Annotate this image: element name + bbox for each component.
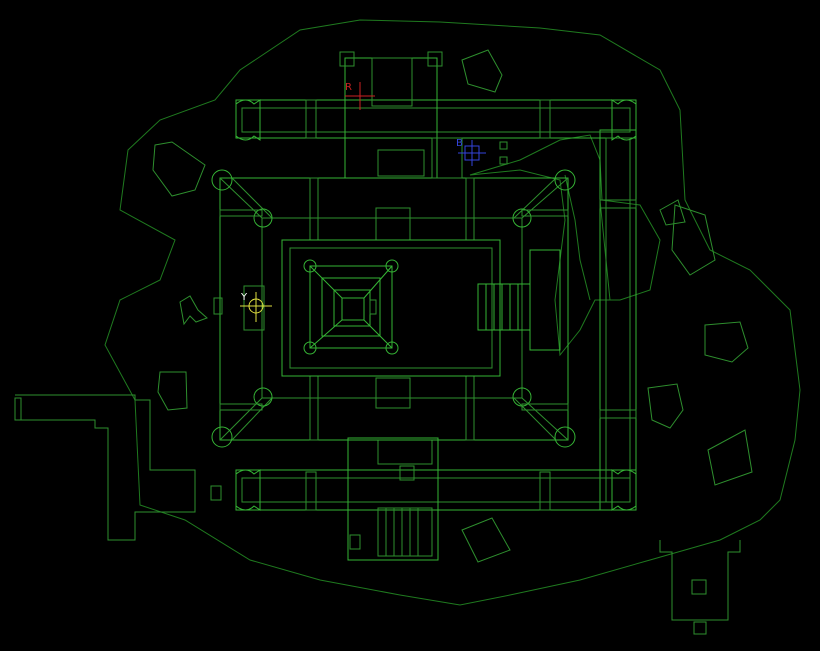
rock-northeast: [659, 199, 686, 226]
red-key-label: R: [345, 82, 352, 93]
east-cave-channel: [564, 174, 611, 301]
south-annex: [659, 540, 741, 621]
south-gate-stairs: [377, 507, 433, 557]
blue-key-label: B: [456, 138, 463, 149]
west-corridor: [14, 394, 196, 541]
rock-southeast: [707, 429, 753, 486]
rock-west-small: [179, 295, 208, 326]
south-gate-door: [349, 534, 361, 550]
temple-outer-ring: [219, 177, 569, 441]
south-west-apse: [235, 469, 261, 511]
rock-northwest: [152, 141, 206, 197]
west-corridor-door: [14, 397, 22, 421]
walkway-pillars: [305, 99, 637, 511]
rock-west: [157, 371, 188, 411]
shrine-switch: [369, 299, 377, 315]
north-east-apse: [611, 99, 637, 141]
north-gate-step: [377, 149, 425, 177]
northeast-alcove: [431, 137, 508, 179]
east-walkway: [599, 129, 637, 511]
rock-east: [704, 321, 749, 363]
west-switch: [210, 485, 222, 501]
temple-middle-ring: [261, 217, 523, 399]
north-gate-tower-e: [427, 51, 443, 67]
east-cave-passage: [469, 134, 661, 357]
south-gate: [347, 437, 439, 561]
corner-diagonals: [219, 177, 569, 441]
red-key-marker: R: [345, 82, 375, 110]
south-gate-block: [399, 465, 415, 481]
south-walkway-inner: [241, 477, 631, 503]
north-west-apse: [235, 99, 261, 141]
blue-key-marker: B: [456, 138, 486, 166]
rock-south: [461, 517, 511, 563]
yellow-key-marker: Y: [240, 292, 272, 322]
rock-north: [461, 49, 503, 93]
south-annex-box: [691, 579, 707, 595]
outer-cave-boundary: [104, 19, 801, 606]
north-gate-inner: [371, 57, 413, 107]
north-walkway-inner: [241, 107, 631, 133]
pyramid-shrine: [303, 259, 399, 355]
north-gate-tower-w: [339, 51, 355, 67]
south-annex-step: [693, 621, 707, 635]
rock-northeast-2: [671, 204, 716, 276]
south-east-apse: [611, 469, 637, 511]
yellow-key-label: Y: [240, 292, 248, 303]
inner-sanctum: [281, 239, 501, 377]
rock-east-mid: [647, 383, 684, 429]
east-staircase: [477, 249, 561, 351]
inner-sanctum-inner: [289, 247, 493, 369]
